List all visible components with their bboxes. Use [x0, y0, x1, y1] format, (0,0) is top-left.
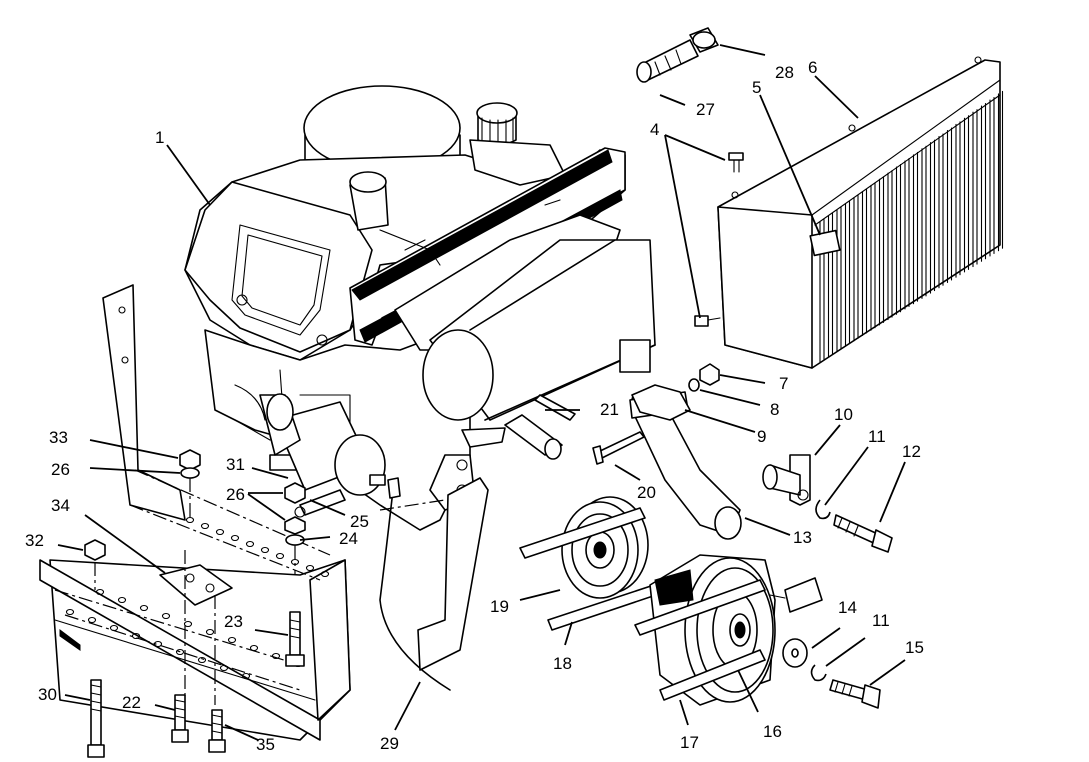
callout-26a: 26	[51, 460, 70, 479]
frame-hole	[183, 620, 193, 628]
callout-12: 12	[902, 442, 921, 461]
callout-11a: 11	[868, 427, 886, 446]
frame-hole	[227, 636, 237, 644]
callout-34: 34	[51, 496, 70, 515]
callout-17: 17	[680, 733, 699, 752]
callout-5: 5	[752, 78, 761, 97]
callout-21: 21	[600, 400, 619, 419]
callout-33: 33	[49, 428, 68, 447]
frame-hole	[65, 608, 75, 616]
shaft-rod	[461, 394, 576, 460]
callout-13: 13	[793, 528, 812, 547]
frame-hole	[245, 540, 255, 548]
callout-23: 23	[224, 612, 243, 631]
frame-hole	[185, 516, 195, 524]
muffler	[422, 239, 656, 421]
frame-hole	[87, 616, 97, 624]
callout-27: 27	[696, 100, 715, 119]
callout-4: 4	[650, 120, 659, 139]
callout-labels: 1 4 5 6 7 8 9 10 11 11 12 13 14 15 16 17…	[25, 58, 924, 754]
pulley	[519, 496, 663, 631]
callout-6: 6	[808, 58, 817, 77]
callout-25: 25	[350, 512, 369, 531]
frame-hole	[175, 648, 185, 656]
frame-holes	[65, 516, 330, 680]
callout-18: 18	[553, 654, 572, 673]
engine-mount-frame	[39, 284, 489, 741]
callout-7: 7	[779, 374, 788, 393]
frame-hole	[305, 564, 315, 572]
frame-hole	[197, 656, 207, 664]
frame-hole	[260, 546, 270, 554]
shield-housing	[717, 56, 1004, 369]
frame-hole	[275, 552, 285, 560]
leader-lines	[57, 44, 906, 741]
frame-hole	[200, 522, 210, 530]
starter-motor	[259, 393, 386, 496]
callout-28: 28	[775, 63, 794, 82]
callout-22: 22	[122, 693, 141, 712]
callout-10: 10	[834, 405, 853, 424]
frame-hole	[161, 612, 171, 620]
frame-hole	[95, 588, 105, 596]
frame-hole	[117, 596, 127, 604]
callout-26b: 26	[226, 485, 245, 504]
callout-16: 16	[763, 722, 782, 741]
frame-hole	[241, 672, 251, 680]
frame-hole	[139, 604, 149, 612]
hardware	[592, 27, 893, 709]
callout-8: 8	[770, 400, 779, 419]
callout-19: 19	[490, 597, 509, 616]
callout-32: 32	[25, 531, 44, 550]
callout-29: 29	[380, 734, 399, 753]
callout-20: 20	[637, 483, 656, 502]
callout-30: 30	[38, 685, 57, 704]
callout-11b: 11	[872, 611, 890, 630]
frame-hole	[320, 570, 330, 578]
frame-hole	[215, 528, 225, 536]
frame-hole	[205, 628, 215, 636]
frame-hole	[219, 664, 229, 672]
electric-clutch	[634, 554, 823, 706]
callout-35: 35	[256, 735, 275, 754]
frame-hole	[230, 534, 240, 542]
callout-31: 31	[226, 455, 245, 474]
callout-15: 15	[905, 638, 924, 657]
callout-9: 9	[757, 427, 766, 446]
callout-1: 1	[155, 128, 164, 147]
callout-24: 24	[339, 529, 358, 548]
frame-fasteners	[84, 449, 346, 758]
callout-14: 14	[838, 598, 857, 617]
ground-wire	[379, 477, 451, 691]
